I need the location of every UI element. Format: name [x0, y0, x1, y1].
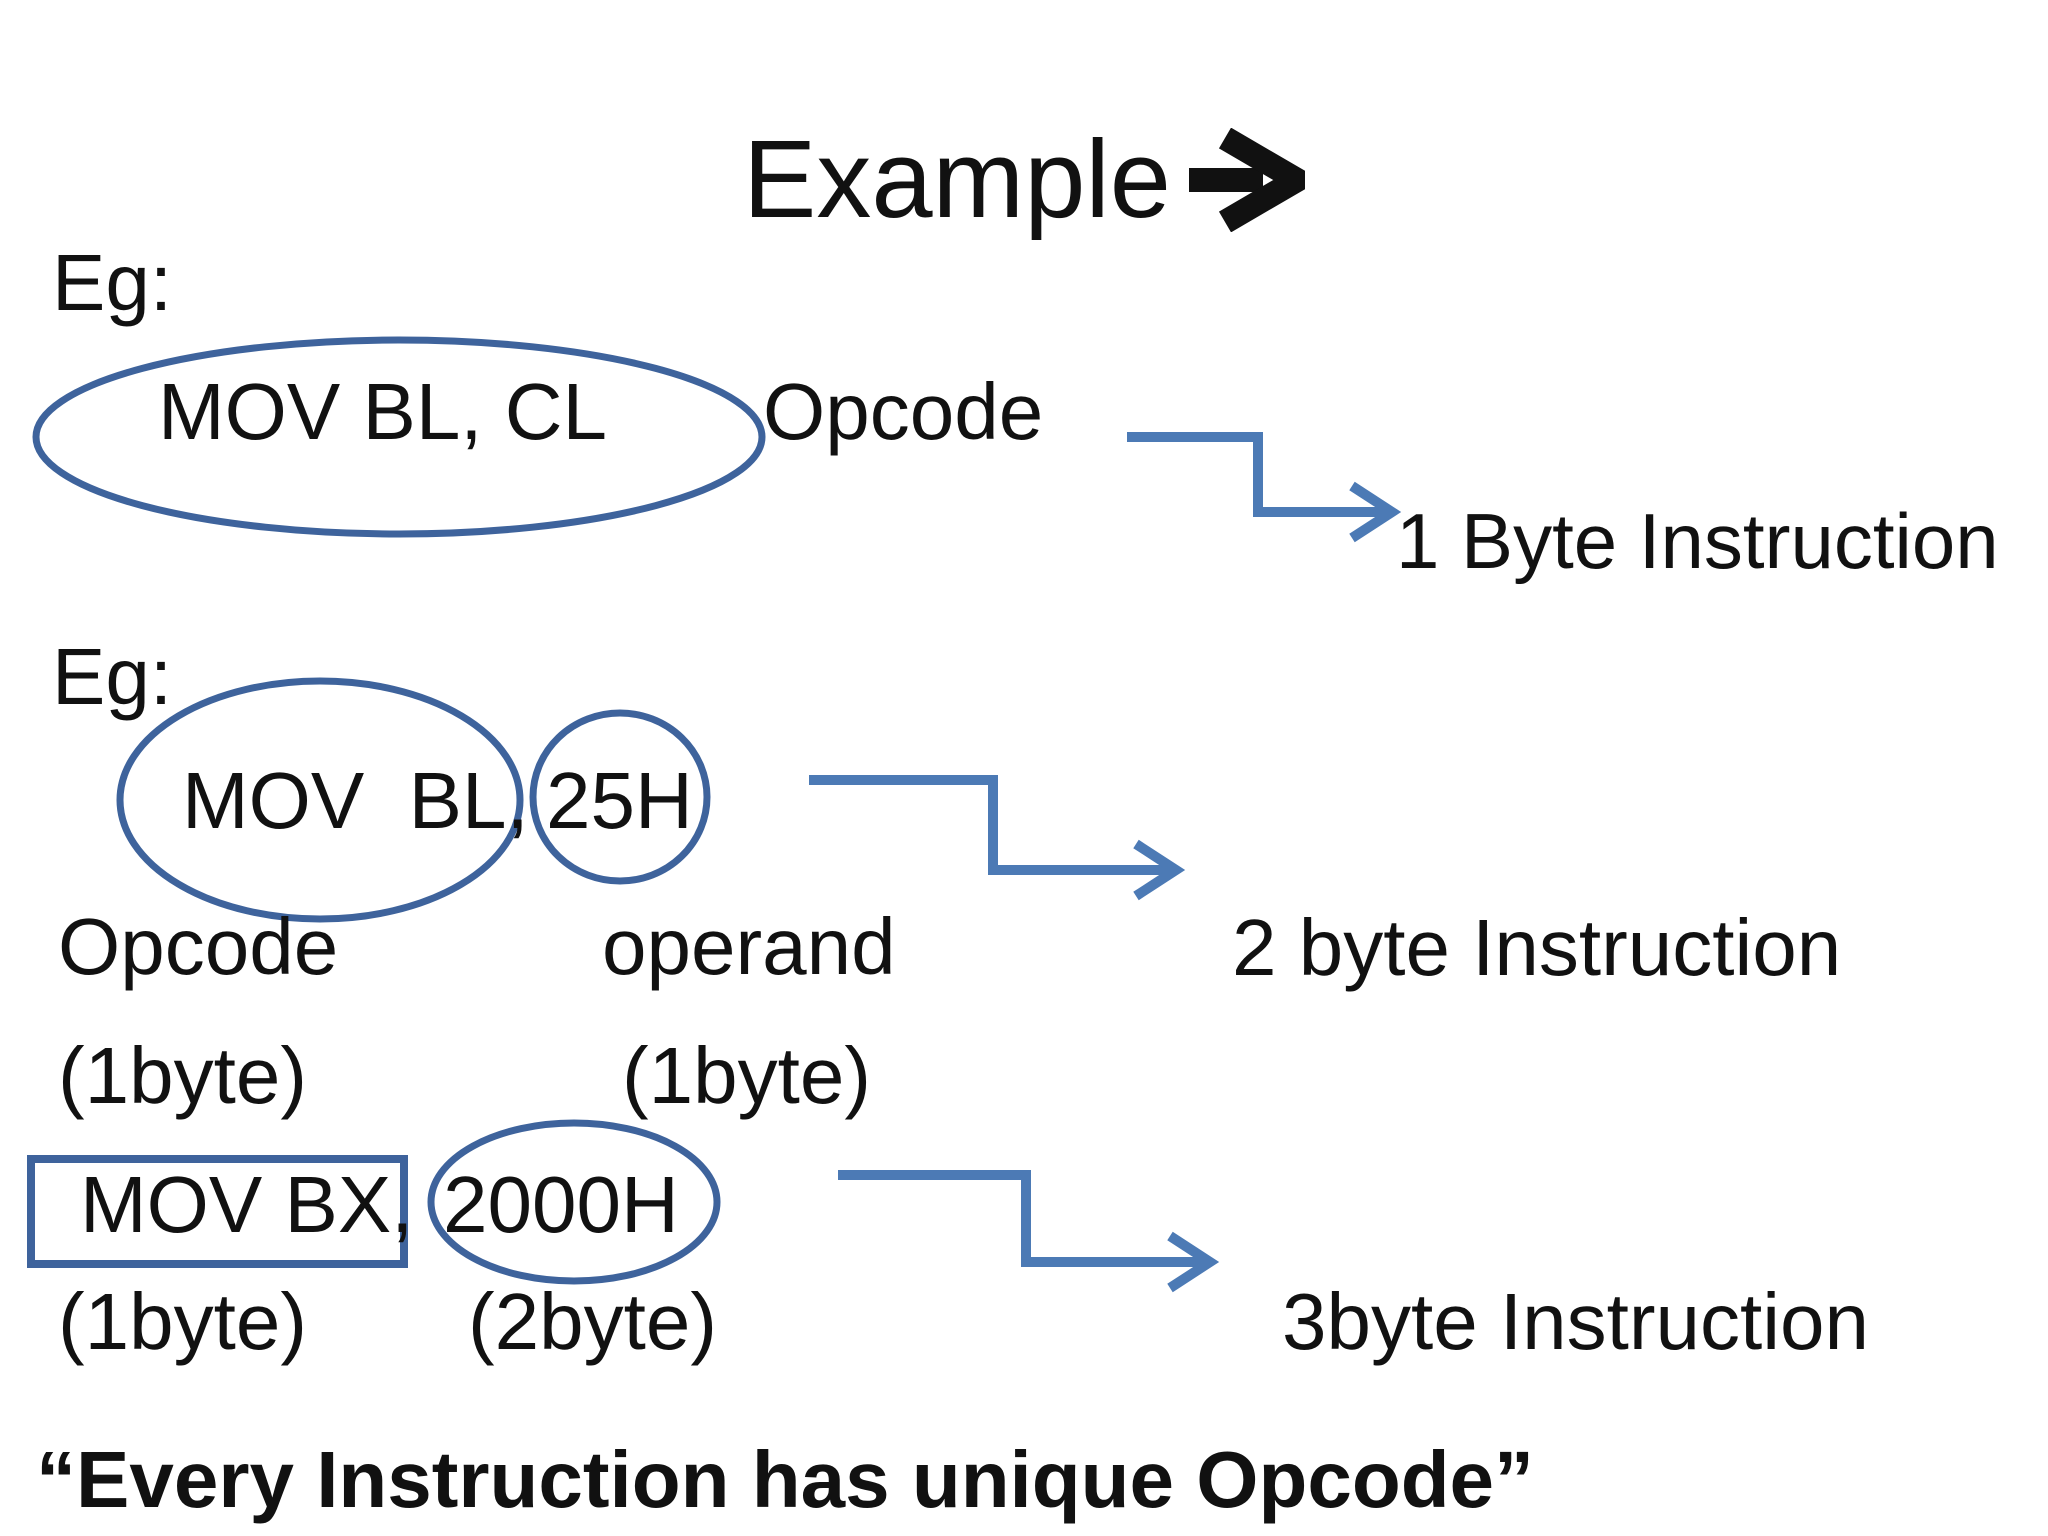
elbow-arrow-3-byte — [838, 1170, 1220, 1293]
instruction-mov-bl: MOV BL, — [182, 756, 529, 845]
result-1-byte: 1 Byte Instruction — [1396, 497, 1999, 585]
result-3-byte: 3byte Instruction — [1282, 1277, 1869, 1366]
ellipse-around-2000h — [427, 1119, 721, 1285]
operand-2000h: 2000H — [443, 1160, 679, 1249]
footer-quote: “Every Instruction has unique Opcode” — [36, 1435, 1535, 1524]
opcode-label-1: Opcode — [763, 367, 1044, 456]
eg-label-2: Eg: — [52, 632, 173, 721]
circle-around-25h — [529, 709, 711, 885]
elbow-arrow-1-byte — [1127, 432, 1402, 543]
slide-title: Example — [0, 125, 2048, 235]
operand-label-2: operand — [602, 902, 896, 991]
ellipse-around-mov-bl — [116, 677, 524, 923]
eg-label-1: Eg: — [52, 238, 173, 327]
elbow-arrow-2-byte — [809, 775, 1186, 901]
result-2-byte: 2 byte Instruction — [1232, 903, 1842, 992]
opcode-size-2: (1byte) — [58, 1031, 307, 1120]
right-arrow-icon — [1188, 128, 1305, 232]
operand-25h: 25H — [546, 756, 693, 845]
slide-title-text: Example — [743, 118, 1171, 241]
rect-around-mov-bx — [27, 1155, 408, 1268]
ellipse-around-mov-bl-cl — [32, 336, 766, 538]
instruction-mov-bx: MOV BX, — [80, 1160, 414, 1249]
opcode-size-3: (1byte) — [58, 1277, 307, 1366]
operand-size-3: (2byte) — [468, 1277, 717, 1366]
opcode-label-2: Opcode — [58, 902, 339, 991]
instruction-mov-bl-cl: MOV BL, CL — [158, 367, 608, 456]
operand-size-2: (1byte) — [622, 1031, 871, 1120]
